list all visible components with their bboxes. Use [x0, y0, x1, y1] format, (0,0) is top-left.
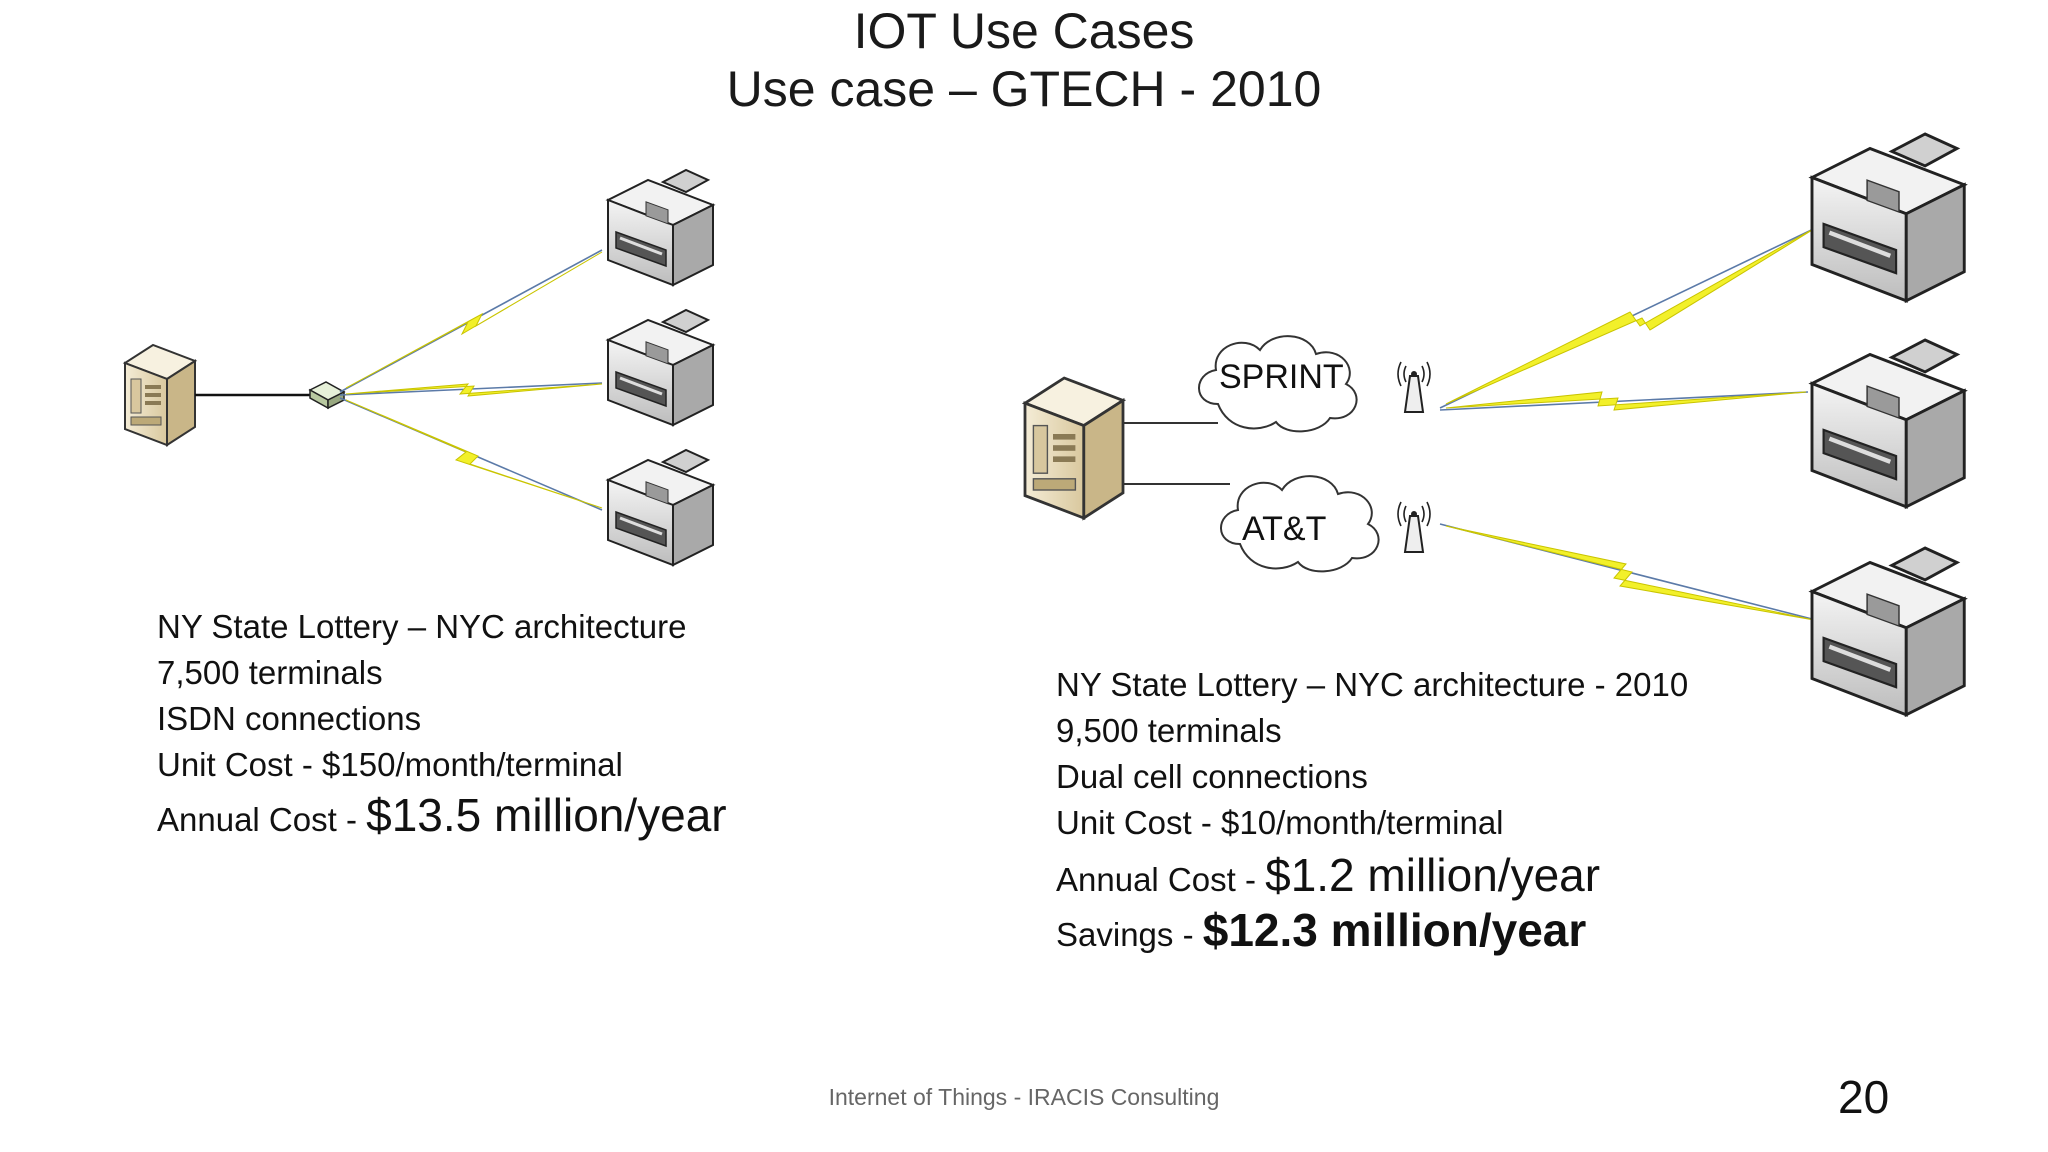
- annual-cost-value: $13.5 million/year: [366, 789, 727, 841]
- left-case-line-3: ISDN connections: [157, 700, 422, 737]
- terminal-printer-icon: [1812, 340, 1964, 507]
- savings-value: $12.3 million/year: [1202, 904, 1587, 956]
- server-icon: [1023, 376, 1125, 520]
- left-case-line-4: Unit Cost - $150/month/terminal: [157, 746, 623, 783]
- server-icon: [124, 344, 196, 446]
- carrier-label-att: AT&T: [1242, 510, 1327, 548]
- terminal-printer-icon: [606, 168, 715, 287]
- annual-cost-label: Annual Cost -: [1056, 861, 1266, 898]
- terminal-printer-icon: [606, 448, 715, 567]
- slide-title: IOT Use Cases Use case – GTECH - 2010: [0, 2, 2048, 118]
- slide-footer: Internet of Things - IRACIS Consulting: [828, 1084, 1220, 1110]
- cell-tower-icon: [1397, 501, 1431, 553]
- left-case-annual-cost: Annual Cost - $13.5 million/year: [157, 792, 727, 843]
- title-line-2: Use case – GTECH - 2010: [726, 61, 1322, 117]
- right-case-line-1: NY State Lottery – NYC architecture - 20…: [1056, 666, 1689, 703]
- right-case-line-3: Dual cell connections: [1056, 758, 1368, 795]
- left-case-line-2: 7,500 terminals: [157, 654, 383, 691]
- left-case-line-1: NY State Lottery – NYC architecture: [157, 608, 687, 645]
- right-case-line-2: 9,500 terminals: [1056, 712, 1282, 749]
- cell-tower-icon: [1397, 361, 1431, 413]
- right-case-details: NY State Lottery – NYC architecture - 20…: [1056, 662, 1688, 958]
- page-number: 20: [1838, 1071, 1890, 1123]
- terminal-printer-icon: [1812, 134, 1964, 301]
- right-case-annual-cost: Annual Cost - $1.2 million/year: [1056, 852, 1688, 903]
- title-line-1: IOT Use Cases: [853, 3, 1195, 59]
- terminal-printer-icon: [606, 308, 715, 427]
- savings-label: Savings -: [1056, 916, 1203, 953]
- wireless-bolt: [345, 383, 603, 397]
- right-case-line-4: Unit Cost - $10/month/terminal: [1056, 804, 1504, 841]
- terminal-printer-icon: [1812, 548, 1964, 715]
- hub-icon: [308, 381, 346, 410]
- left-case-details: NY State Lottery – NYC architecture 7,50…: [157, 604, 727, 843]
- right-case-savings: Savings - $12.3 million/year: [1056, 907, 1688, 958]
- wireless-bolt: [1445, 223, 1823, 405]
- carrier-label-sprint: SPRINT: [1219, 358, 1344, 396]
- wireless-bolt: [345, 251, 603, 389]
- annual-cost-value: $1.2 million/year: [1265, 849, 1601, 901]
- wireless-bolt: [345, 399, 603, 509]
- annual-cost-label: Annual Cost -: [157, 801, 367, 838]
- wireless-bolt: [1445, 391, 1807, 411]
